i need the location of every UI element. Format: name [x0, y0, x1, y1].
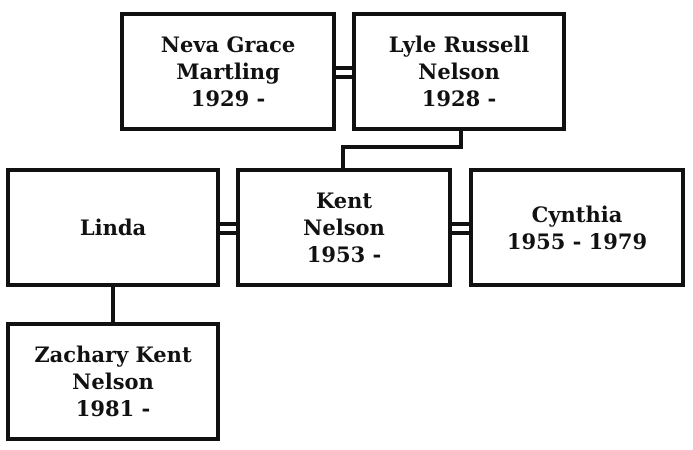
- marriage-connector-kent-cynthia: [452, 231, 469, 235]
- person-box-lyle-russell-nelson: Lyle Russell Nelson 1928 -: [352, 12, 566, 131]
- person-box-linda: Linda: [6, 168, 220, 287]
- person-name-line1: Linda: [79, 215, 147, 240]
- marriage-connector-linda-kent: [220, 231, 236, 235]
- person-years: 1981 -: [75, 396, 151, 421]
- person-name-line2: Nelson: [72, 369, 154, 394]
- person-years: 1955 - 1979: [506, 228, 648, 254]
- marriage-connector-neva-lyle: [336, 75, 352, 79]
- person-box-cynthia: Cynthia 1955 - 1979: [469, 168, 685, 287]
- marriage-connector-linda-kent: [220, 222, 236, 226]
- person-years: 1929 -: [190, 86, 266, 111]
- person-name-line2: Nelson: [303, 215, 385, 240]
- descent-connector-lyle-kent: [341, 145, 463, 149]
- person-name-line2: Martling: [176, 59, 280, 84]
- person-box-kent-nelson: Kent Nelson 1953 -: [236, 168, 452, 287]
- person-name-line2: Nelson: [418, 59, 500, 84]
- person-years: 1953 -: [306, 242, 382, 267]
- person-box-zachary-kent-nelson: Zachary Kent Nelson 1981 -: [6, 322, 220, 441]
- person-name-line1: Lyle Russell: [388, 32, 530, 57]
- descent-connector-linda-zachary: [111, 287, 115, 322]
- marriage-connector-kent-cynthia: [452, 222, 469, 226]
- descent-connector-lyle-kent: [341, 145, 345, 168]
- person-years: 1928 -: [421, 86, 497, 111]
- marriage-connector-neva-lyle: [336, 66, 352, 70]
- person-name-line1: Neva Grace: [160, 32, 296, 57]
- descent-connector-lyle-kent: [459, 131, 463, 148]
- person-name-line1: Cynthia: [531, 201, 623, 227]
- person-name-line1: Kent: [315, 188, 373, 213]
- person-name-line1: Zachary Kent: [34, 342, 192, 367]
- person-box-neva-grace-martling: Neva Grace Martling 1929 -: [120, 12, 336, 131]
